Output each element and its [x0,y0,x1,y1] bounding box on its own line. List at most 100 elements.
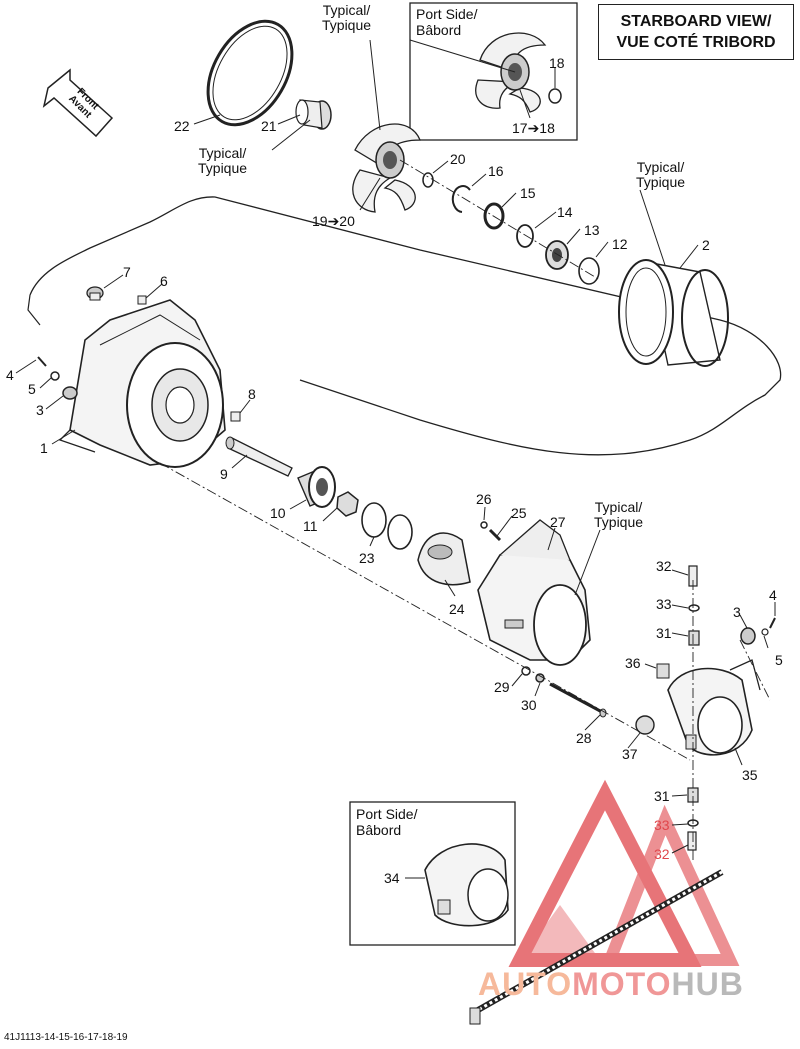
part-26-washer [480,521,488,529]
callout-3-right: 3 [733,604,741,620]
callout-37: 37 [622,746,638,762]
part-23-o-ring-a [361,502,387,538]
part-1-pump-housing [58,299,226,468]
part-31-spacer-top [688,630,700,646]
note-typical-2: Typical/ Typique [636,160,685,190]
leader-lines [15,39,776,879]
part-27-venturi [477,519,591,666]
note-typical-top-line1: Typical/ [322,2,371,18]
inset-bottom-line2: Bâbord [356,822,402,838]
callout-32-top: 32 [656,558,672,574]
watermark-moto: MOTO [572,966,672,1002]
part-17-impeller [475,32,547,113]
callout-20: 20 [450,151,466,167]
note-typical-top: Typical/ Typique [322,3,371,33]
callout-15: 15 [520,185,536,201]
callout-35: 35 [742,767,758,783]
view-title-box: STARBOARD VIEW/ VUE COTÉ TRIBORD [598,4,794,60]
callout-10: 10 [270,505,286,521]
callout-12: 12 [612,236,628,252]
part-33-washer-top [688,604,700,612]
part-24-cone [417,532,471,586]
note-typical-top-line2: Typique [322,17,372,33]
callout-27: 27 [550,514,566,530]
callout-11: 11 [303,518,318,534]
alignment-lines [159,159,771,860]
watermark-auto: AUTO [478,966,573,1002]
watermark-hub: HUB [671,966,744,1002]
front-arrow-icon [42,68,114,138]
part-34-nozzle [424,843,509,927]
part-4-bolt-left [37,356,47,367]
inset-bottom-line1: Port Side/ [356,806,418,822]
note-typical-21-line1: Typical/ [198,145,247,161]
flow-arrow [27,294,41,326]
part-13-seal [545,240,569,270]
inset-top-label: Port Side/ Bâbord [416,6,477,38]
part-12-o-ring [578,257,600,285]
callout-4-left: 4 [6,367,14,383]
callout-18: 18 [549,55,565,71]
callout-26: 26 [476,491,492,507]
part-18-o-ring [548,88,562,104]
note-typical-27-line1: Typical/ [594,499,643,515]
part-8-plug [230,411,241,422]
callout-21: 21 [261,118,277,134]
callout-23: 23 [359,550,375,566]
callout-13: 13 [584,222,600,238]
part-4-bolt-right [769,617,776,629]
callout-7: 7 [123,264,131,280]
note-typical-27: Typical/ Typique [594,500,643,530]
callout-5-right: 5 [775,652,783,668]
part-7-vent-fitting [86,286,104,301]
inset-top-line2: Bâbord [416,22,462,38]
part-9-impeller-shaft [225,436,293,477]
part-35-steering-nozzle [667,659,761,756]
part-36-bushing [656,663,670,679]
part-16-circlip [451,185,471,213]
view-title-line1: STARBOARD VIEW/ [620,13,772,30]
part-2-wear-ring [618,259,729,367]
part-32-screw-bottom [687,831,697,851]
callout-5-left: 5 [28,381,36,397]
callout-4-right: 4 [769,587,777,603]
callout-19-20: 19➔20 [312,213,355,229]
inset-bottom-label: Port Side/ Bâbord [356,806,417,838]
part-5-washer-left [50,371,60,381]
part-10-bearing [297,466,336,508]
part-25-screw [488,528,502,542]
note-typical-2-line2: Typique [636,174,686,190]
assembly-outline [29,196,782,456]
part-14-o-ring [516,224,534,248]
part-20-ring [422,172,434,188]
note-typical-27-line2: Typique [594,514,644,530]
callout-6: 6 [160,273,168,289]
part-5-washer-right [761,628,769,636]
watermark-logo [508,779,740,967]
callout-8: 8 [248,386,256,402]
part-3-bushing-right [740,627,756,645]
callout-3-left: 3 [36,402,44,418]
callout-31-bottom: 31 [654,788,670,804]
port-side-inset-top [409,2,578,141]
callout-16: 16 [488,163,504,179]
callout-14: 14 [557,204,573,220]
part-6-plug [137,295,147,305]
inset-top-line1: Port Side/ [416,6,478,22]
callout-17-18: 17➔18 [512,120,555,136]
note-typical-21-line2: Typique [198,160,248,176]
callout-24: 24 [449,601,465,617]
part-22-wear-ring [206,19,294,127]
callout-30: 30 [521,697,537,713]
diagram-code: 41J1113-14-15-16-17-18-19 [4,1032,128,1043]
port-side-inset-bottom [349,801,516,946]
callout-29: 29 [494,679,510,695]
part-19-impeller [352,123,421,213]
callout-34: 34 [384,870,400,886]
callout-33-bottom: 33 [654,817,670,833]
callout-22: 22 [174,118,190,134]
callout-25: 25 [511,505,527,521]
part-37-bushing [635,715,655,735]
callout-1: 1 [40,440,48,456]
